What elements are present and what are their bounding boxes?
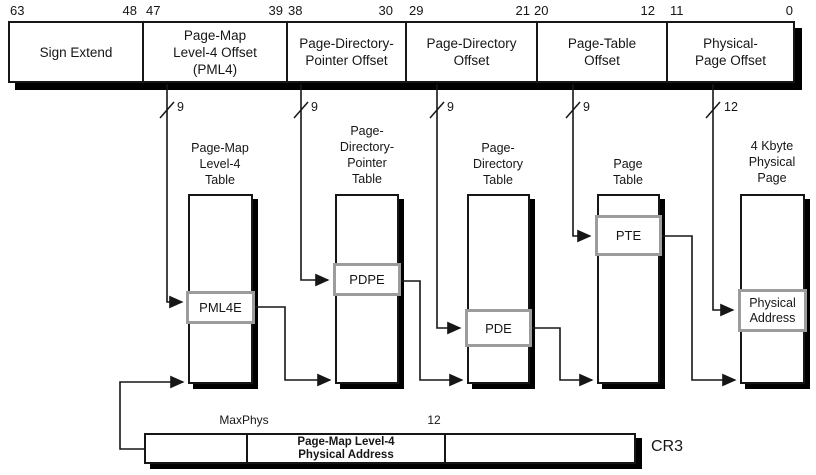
- bus-width-pml4: 9: [177, 100, 184, 114]
- wire-offset-index: [712, 84, 735, 317]
- cr3-base-address-label: Page-Map Level-4 Physical Address: [297, 435, 395, 461]
- field-pml4-offset: Page-Map Level-4 Offset (PML4): [142, 23, 286, 81]
- slash-offset: [705, 101, 721, 119]
- cr3-bit12-label: 12: [427, 413, 441, 427]
- field-page-directory-offset: Page-Directory Offset: [405, 23, 536, 81]
- wire-pde-to-pt: [532, 327, 594, 387]
- cr3-register: Page-Map Level-4 Physical Address: [144, 433, 636, 464]
- slash-pdp: [293, 101, 309, 119]
- bit-38: 38: [288, 3, 303, 18]
- wire-pml4-index: [166, 84, 184, 309]
- slash-pml4: [159, 101, 175, 119]
- slash-pt: [565, 101, 581, 119]
- field-sign-extend: Sign Extend: [39, 44, 113, 60]
- bus-width-pt: 9: [583, 100, 590, 114]
- physical-address-entry: Physical Address: [738, 289, 807, 332]
- maxphys-label: MaxPhys: [219, 413, 269, 427]
- bit-30: 30: [378, 3, 393, 18]
- bit-39: 39: [268, 3, 283, 18]
- bus-width-pdp: 9: [311, 100, 318, 114]
- cr3-register-name: CR3: [651, 438, 684, 455]
- cr3-lower-segment: [444, 435, 634, 462]
- field-page-table-offset: Page-Table Offset: [536, 23, 666, 81]
- label-pdp-table: Page- Directory- Pointer Table: [339, 124, 395, 186]
- bit-29: 29: [409, 3, 424, 18]
- virtual-address-fields: Sign Extend Page-Map Level-4 Offset (PML…: [8, 21, 795, 83]
- bus-width-offset: 12: [724, 100, 738, 114]
- bit-12: 12: [640, 3, 655, 18]
- cr3-base-address-segment: Page-Map Level-4 Physical Address: [246, 435, 444, 462]
- pd-table-box: [467, 194, 530, 384]
- slash-pd: [429, 101, 445, 119]
- label-physical-page: 4 Kbyte Physical Page: [748, 139, 796, 185]
- wire-pdpe-to-pdt: [401, 280, 464, 387]
- field-physical-page-offset: Physical- Page Offset: [666, 23, 793, 81]
- bit-11: 11: [670, 3, 684, 18]
- pde-entry: PDE: [465, 309, 532, 347]
- bus-width-pd: 9: [447, 100, 454, 114]
- field-pdp-offset: Page-Directory- Pointer Offset: [286, 23, 405, 81]
- wire-pte-to-page: [662, 235, 737, 387]
- label-pd-table: Page- Directory Table: [472, 141, 523, 187]
- pdpe-entry: PDPE: [333, 263, 401, 296]
- wire-pd-index: [436, 84, 462, 335]
- pml4-table-box: [188, 194, 253, 384]
- label-page-table: Page Table: [613, 157, 643, 187]
- pml4e-entry: PML4E: [186, 291, 255, 324]
- bit-48: 48: [122, 3, 137, 18]
- bit-63: 63: [10, 3, 25, 18]
- label-pml4-table: Page-Map Level-4 Table: [191, 141, 249, 187]
- wire-pml4e-to-pdpt: [255, 306, 332, 387]
- pte-entry: PTE: [595, 215, 662, 256]
- bit-20: 20: [534, 3, 549, 18]
- bit-0: 0: [785, 3, 793, 18]
- bit-21: 21: [515, 3, 530, 18]
- cr3-upper-segment: [146, 435, 246, 462]
- bit-47: 47: [146, 3, 161, 18]
